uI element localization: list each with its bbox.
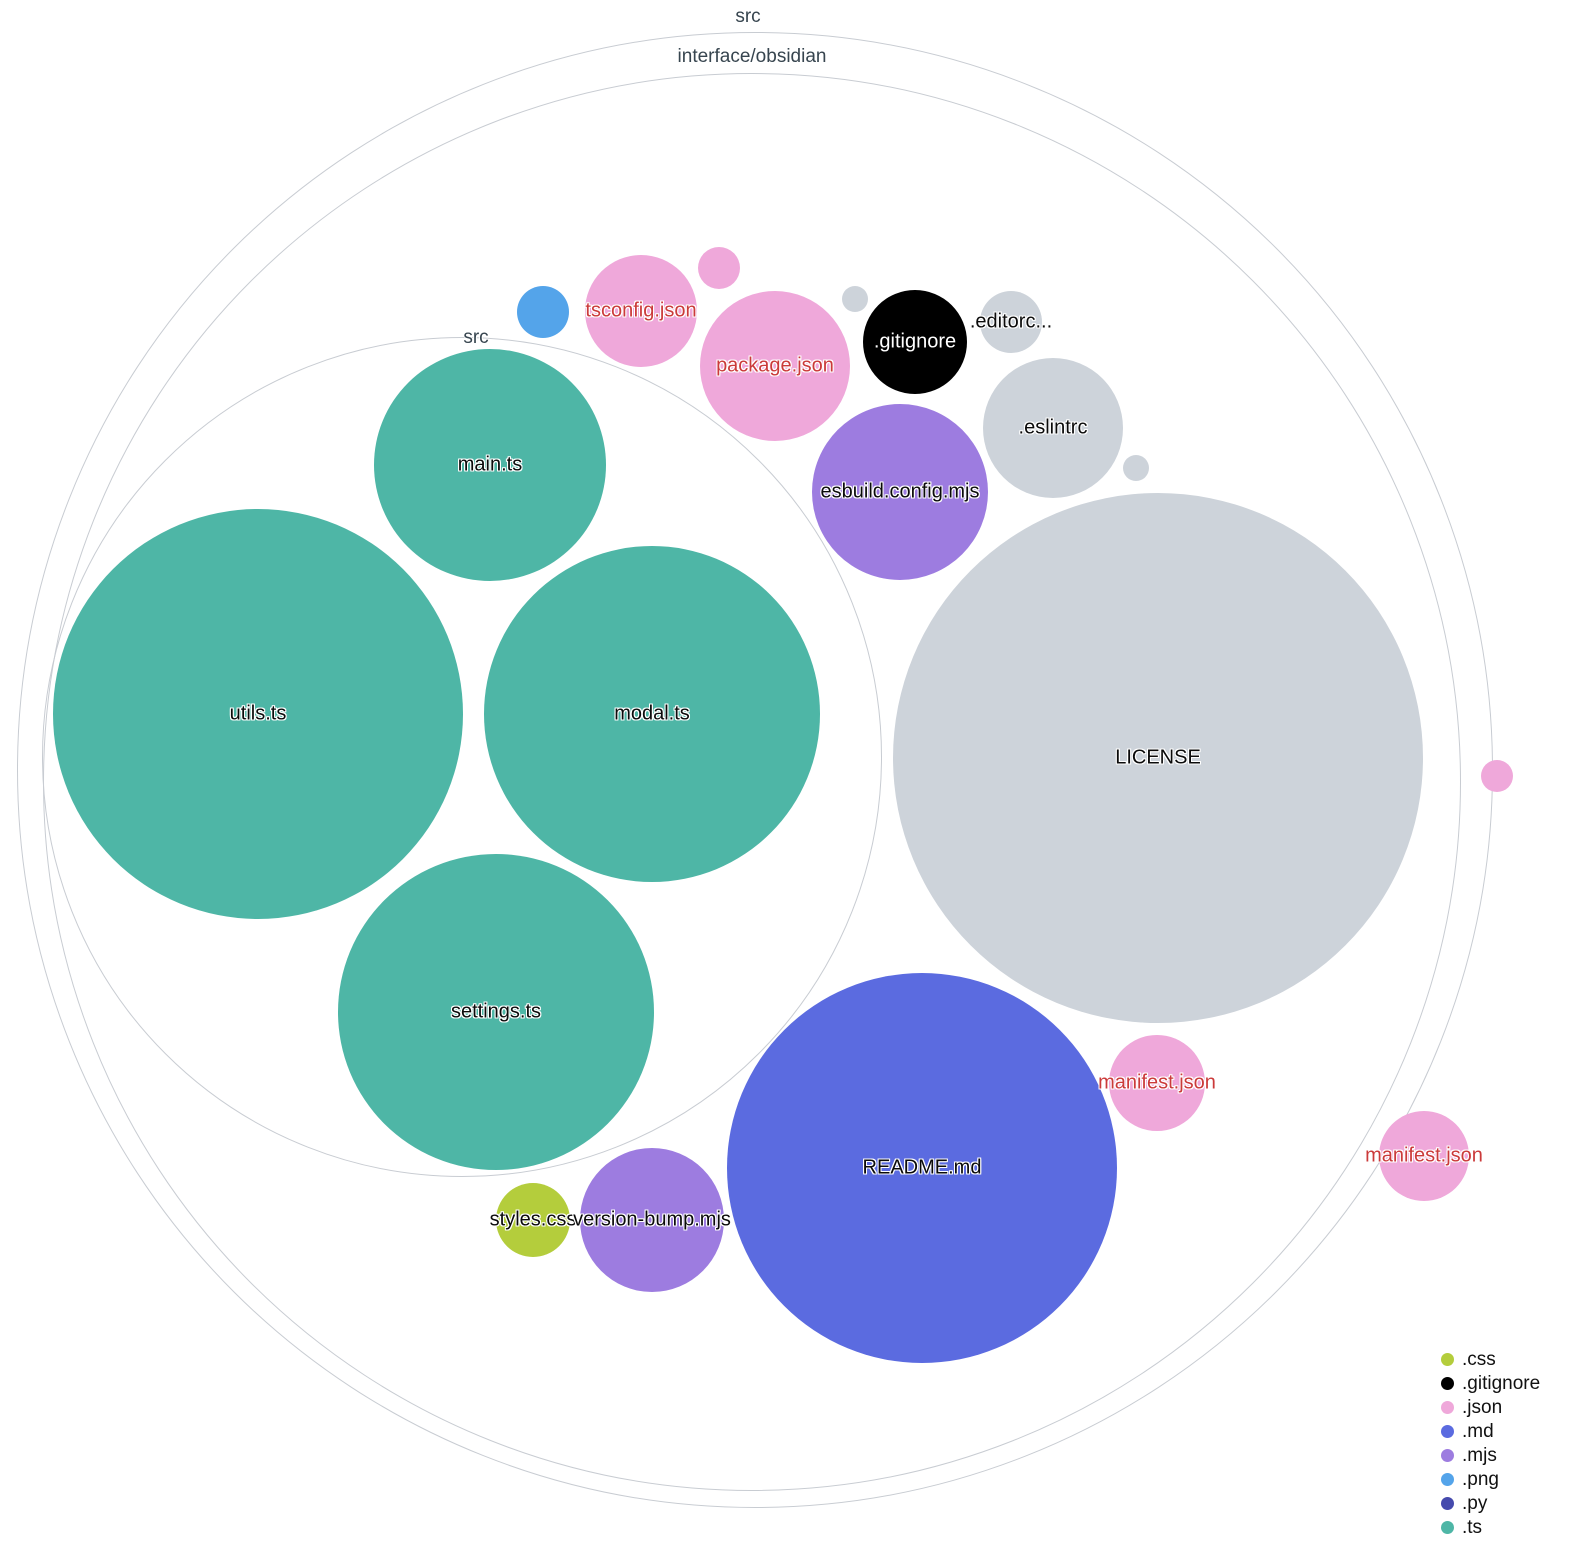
- legend-dot-md: [1441, 1425, 1454, 1438]
- legend-label-png: .png: [1462, 1468, 1499, 1490]
- folder-label-src: src: [463, 327, 489, 348]
- legend-dot-json: [1441, 1401, 1454, 1414]
- file-circle-eslintrc: [983, 358, 1123, 498]
- file-circle-version-bump-mjs: [580, 1148, 724, 1292]
- file-circle-dot: [1481, 760, 1513, 792]
- legend-dot-py: [1441, 1497, 1454, 1510]
- legend-label-md: .md: [1462, 1420, 1494, 1442]
- file-circle-editorc: [980, 291, 1042, 353]
- folder-label-src: src: [735, 6, 761, 27]
- legend-dot-png: [1441, 1473, 1454, 1486]
- file-circle-dot: [698, 247, 740, 289]
- file-circle-dot: [842, 286, 868, 312]
- file-circle-manifest-json: [1109, 1035, 1205, 1131]
- legend: .css.gitignore.json.md.mjs.png.py.ts: [1441, 1348, 1541, 1538]
- file-circle-package-json: [700, 291, 850, 441]
- file-circle-styles-css: [496, 1183, 570, 1257]
- legend-item-ts: .ts: [1441, 1516, 1540, 1538]
- legend-dot-ts: [1441, 1521, 1454, 1534]
- legend-label-py: .py: [1462, 1492, 1488, 1514]
- file-circle-settings-ts: [338, 854, 654, 1170]
- file-circle-license: [893, 493, 1423, 1023]
- legend-item-png: .png: [1441, 1468, 1540, 1490]
- legend-item-py: .py: [1441, 1492, 1540, 1514]
- legend-label-css: .css: [1462, 1348, 1496, 1370]
- legend-dot-mjs: [1441, 1449, 1454, 1462]
- legend-label-mjs: .mjs: [1462, 1444, 1497, 1466]
- legend-label-json: .json: [1462, 1396, 1503, 1418]
- file-circle-readme-md: [727, 973, 1117, 1363]
- file-circle-gitignore: [863, 290, 967, 394]
- legend-dot-css: [1441, 1353, 1454, 1366]
- file-circle-dot: [1123, 455, 1149, 481]
- legend-item-json: .json: [1441, 1396, 1540, 1418]
- file-circle-dot: [517, 286, 569, 338]
- legend-item-md: .md: [1441, 1420, 1540, 1442]
- file-circle-manifest-json: [1379, 1111, 1469, 1201]
- folder-circle-src: [42, 337, 882, 1177]
- legend-label-ts: .ts: [1462, 1516, 1483, 1538]
- file-circle-main-ts: [374, 349, 606, 581]
- file-circle-modal-ts: [484, 546, 820, 882]
- file-circle-tsconfig-json: [585, 255, 697, 367]
- legend-label-gitignore: .gitignore: [1462, 1372, 1541, 1394]
- file-circle-utils-ts: [53, 509, 463, 919]
- folder-label-interface-obsidian: interface/obsidian: [677, 46, 827, 67]
- file-circle-esbuild-config-mjs: [812, 404, 988, 580]
- legend-dot-gitignore: [1441, 1377, 1454, 1390]
- legend-item-mjs: .mjs: [1441, 1444, 1540, 1466]
- legend-item-css: .css: [1441, 1348, 1540, 1370]
- legend-item-gitignore: .gitignore: [1441, 1372, 1541, 1394]
